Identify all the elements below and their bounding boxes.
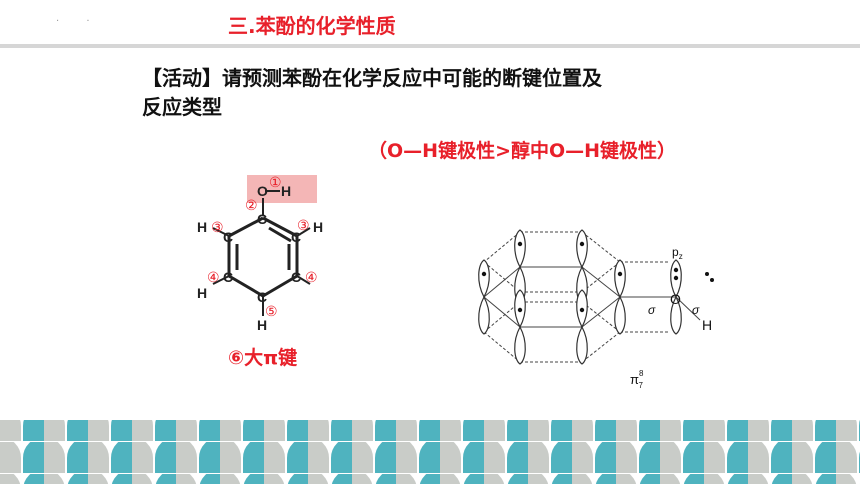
activity-line-1: 【活动】请预测苯酚在化学反应中可能的断键位置及 — [142, 66, 602, 90]
pz-label: pz — [672, 245, 683, 261]
oh-bond-highlight — [247, 175, 317, 203]
bond-marker-3-right: ③ — [297, 217, 310, 233]
atom-carbon-2: C — [291, 229, 301, 245]
footer-scale-pattern — [0, 420, 860, 484]
sigma-label-co: σ — [648, 303, 656, 317]
orbital-hydrogen-label: H — [702, 317, 712, 333]
sigma-label-oh: σ — [692, 303, 700, 317]
activity-prompt: 【活动】请预测苯酚在化学反应中可能的断键位置及 反应类型 — [142, 64, 742, 122]
note-open: （ — [368, 140, 388, 162]
atom-hydrogen-oh: H — [281, 183, 291, 199]
substituent-bonds — [212, 190, 311, 316]
note-close: ） — [657, 140, 677, 162]
atom-hydrogen-left-bottom: H — [197, 285, 207, 301]
orbital-oxygen-label: O — [670, 291, 681, 307]
polarity-note: （O—H键极性>醇中O—H键极性） — [368, 136, 676, 163]
atom-carbon-3: C — [291, 269, 301, 285]
sigma-framework — [483, 266, 701, 328]
atom-hydrogen-bottom: H — [257, 317, 267, 333]
atom-carbon-5: C — [223, 269, 233, 285]
note-text: O—H键极性>醇中O—H键极性 — [387, 140, 658, 162]
atom-hydrogen-right-top: H — [313, 219, 323, 235]
atom-carbon-1: C — [257, 211, 267, 227]
bond-marker-4-right: ④ — [305, 269, 318, 285]
ring-bonds — [227, 216, 299, 298]
header-divider — [0, 44, 860, 48]
scale-tiles — [0, 420, 860, 484]
atom-hydrogen-left-top: H — [197, 219, 207, 235]
header-dots: · · — [56, 16, 102, 27]
header-bar: · · 三.苯酚的化学性质 — [0, 0, 860, 48]
bond-marker-5: ⑤ — [265, 303, 278, 319]
atom-carbon-6: C — [223, 229, 233, 245]
atom-oxygen: O — [257, 183, 268, 199]
bond-marker-1: ① — [269, 174, 282, 190]
bond-marker-4-left: ④ — [207, 269, 220, 285]
bond-marker-2: ② — [245, 197, 258, 213]
page-title: 三.苯酚的化学性质 — [228, 14, 396, 38]
phenol-structure-diagram: O H C C C C C C H H H H ① ② ③ ③ ④ ④ ⑤ — [197, 174, 323, 333]
electron-dots — [481, 241, 714, 313]
big-pi-bond-label: ⑥大π键 — [228, 347, 298, 369]
bond-marker-3-left: ③ — [211, 219, 224, 235]
activity-line-2: 反应类型 — [142, 95, 222, 119]
p-orbital-lobes — [478, 229, 682, 365]
atom-carbon-4: C — [257, 289, 267, 305]
